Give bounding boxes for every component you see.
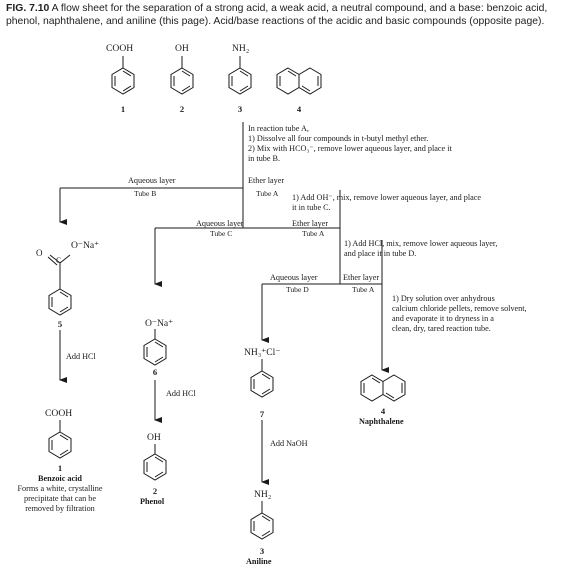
compound-number-2-top: 2: [179, 104, 185, 114]
compound-number-1-product: 1: [57, 463, 63, 473]
aniline-nh2-label: NH₂: [232, 43, 250, 54]
phenol-oh-label: OH: [175, 43, 189, 54]
compound-number-4-top: 4: [296, 104, 302, 114]
naphthalene-structure-product: [360, 374, 406, 402]
naphthalene-structure-top: [276, 67, 322, 95]
split2-aqueous-tube: Tube C: [210, 229, 233, 238]
aniline-structure-top: [228, 56, 252, 95]
benzoic-acid-structure-product: [48, 420, 72, 459]
phenol-name: Phenol: [140, 497, 165, 506]
reagent-add-hcl-2: Add HCl: [166, 389, 196, 398]
split1-ether-label: Ether layer: [248, 176, 285, 185]
step2-line1: 1) Add OH⁻, mix, remove lower aqueous la…: [292, 193, 482, 202]
step3-line1: 1) Add HCl, mix, remove lower aqueous la…: [344, 239, 498, 248]
product-benzoic-acid-cooh-label: COOH: [45, 408, 73, 419]
split3-ether-label: Ether layer: [343, 273, 380, 282]
split3-aqueous-label: Aqueous layer: [270, 273, 318, 282]
sodium-phenoxide-label: O⁻Na⁺: [145, 318, 174, 329]
step4-line4: clean, dry, tared reaction tube.: [392, 324, 491, 333]
sodium-benzoate-structure: [47, 254, 72, 316]
split2-ether-label: Ether layer: [292, 219, 329, 228]
step1-line3: in tube B.: [248, 154, 281, 163]
compound-number-3-product: 3: [259, 546, 265, 556]
naphthalene-name: Naphthalene: [359, 417, 404, 426]
caption-text: A flow sheet for the separation of a str…: [6, 3, 548, 27]
compound-number-4-product: 4: [380, 406, 386, 416]
step4-line2: calcium chloride pellets, remove solvent…: [392, 304, 527, 313]
compound-number-7: 7: [259, 409, 265, 419]
reagent-add-naoh: Add NaOH: [270, 439, 308, 448]
compound-number-6: 6: [152, 367, 158, 377]
step3-line2: and place it in tube D.: [344, 249, 417, 258]
product-phenol-oh-label: OH: [147, 432, 161, 443]
phenol-structure-top: [170, 56, 194, 95]
split3-aqueous-tube: Tube D: [286, 285, 309, 294]
compound-number-5: 5: [57, 319, 63, 329]
step4-line3: and evaporate it to dryness in a: [392, 314, 494, 323]
benzoic-acid-note-line3: removed by filtration: [25, 504, 95, 513]
sodium-benzoate-o-label: O: [36, 248, 43, 258]
anilinium-chloride-label: NH₃⁺Cl⁻: [244, 347, 281, 358]
aniline-name: Aniline: [246, 557, 272, 566]
benzoic-acid-structure-top: [111, 56, 135, 95]
compound-number-3-top: 3: [237, 104, 243, 114]
split2-ether-tube: Tube A: [302, 229, 325, 238]
step2-line2: it in tube C.: [292, 203, 331, 212]
product-aniline-nh2-label: NH₂: [254, 489, 272, 500]
reagent-add-hcl-1: Add HCl: [66, 352, 96, 361]
benzoic-acid-note-line2: precipitate that can be: [23, 494, 97, 503]
split1-ether-tube: Tube A: [256, 189, 279, 198]
compound-number-1-top: 1: [120, 104, 126, 114]
split2-aqueous-label: Aqueous layer: [196, 219, 244, 228]
step1-title: In reaction tube A,: [248, 124, 309, 133]
step1-line2: 2) Mix with HCO₃⁻, remove lower aqueous …: [248, 144, 452, 153]
aniline-structure-product: [250, 501, 274, 540]
benzoic-acid-cooh-label: COOH: [106, 43, 134, 54]
benzoic-acid-name: Benzoic acid: [38, 474, 82, 483]
phenol-structure-product: [143, 444, 167, 481]
compound-number-2-product: 2: [152, 486, 158, 496]
benzoic-acid-note-line1: Forms a white, crystalline: [17, 484, 103, 493]
split3-ether-tube: Tube A: [352, 285, 375, 294]
figure-caption: FIG. 7.10 A flow sheet for the separatio…: [6, 3, 578, 28]
sodium-benzoate-ona-label: O⁻Na⁺: [71, 240, 100, 251]
split1-aqueous-tube: Tube B: [134, 189, 157, 198]
step1-line1: 1) Dissolve all four compounds in t-buty…: [248, 134, 429, 143]
figure-number: FIG. 7.10: [6, 3, 50, 14]
split1-aqueous-label: Aqueous layer: [128, 176, 176, 185]
sodium-phenoxide-structure: [143, 329, 167, 366]
step4-line1: 1) Dry solution over anhydrous: [392, 294, 495, 303]
anilinium-chloride-structure: [250, 359, 274, 398]
sodium-benzoate-c-label: C: [56, 256, 62, 265]
